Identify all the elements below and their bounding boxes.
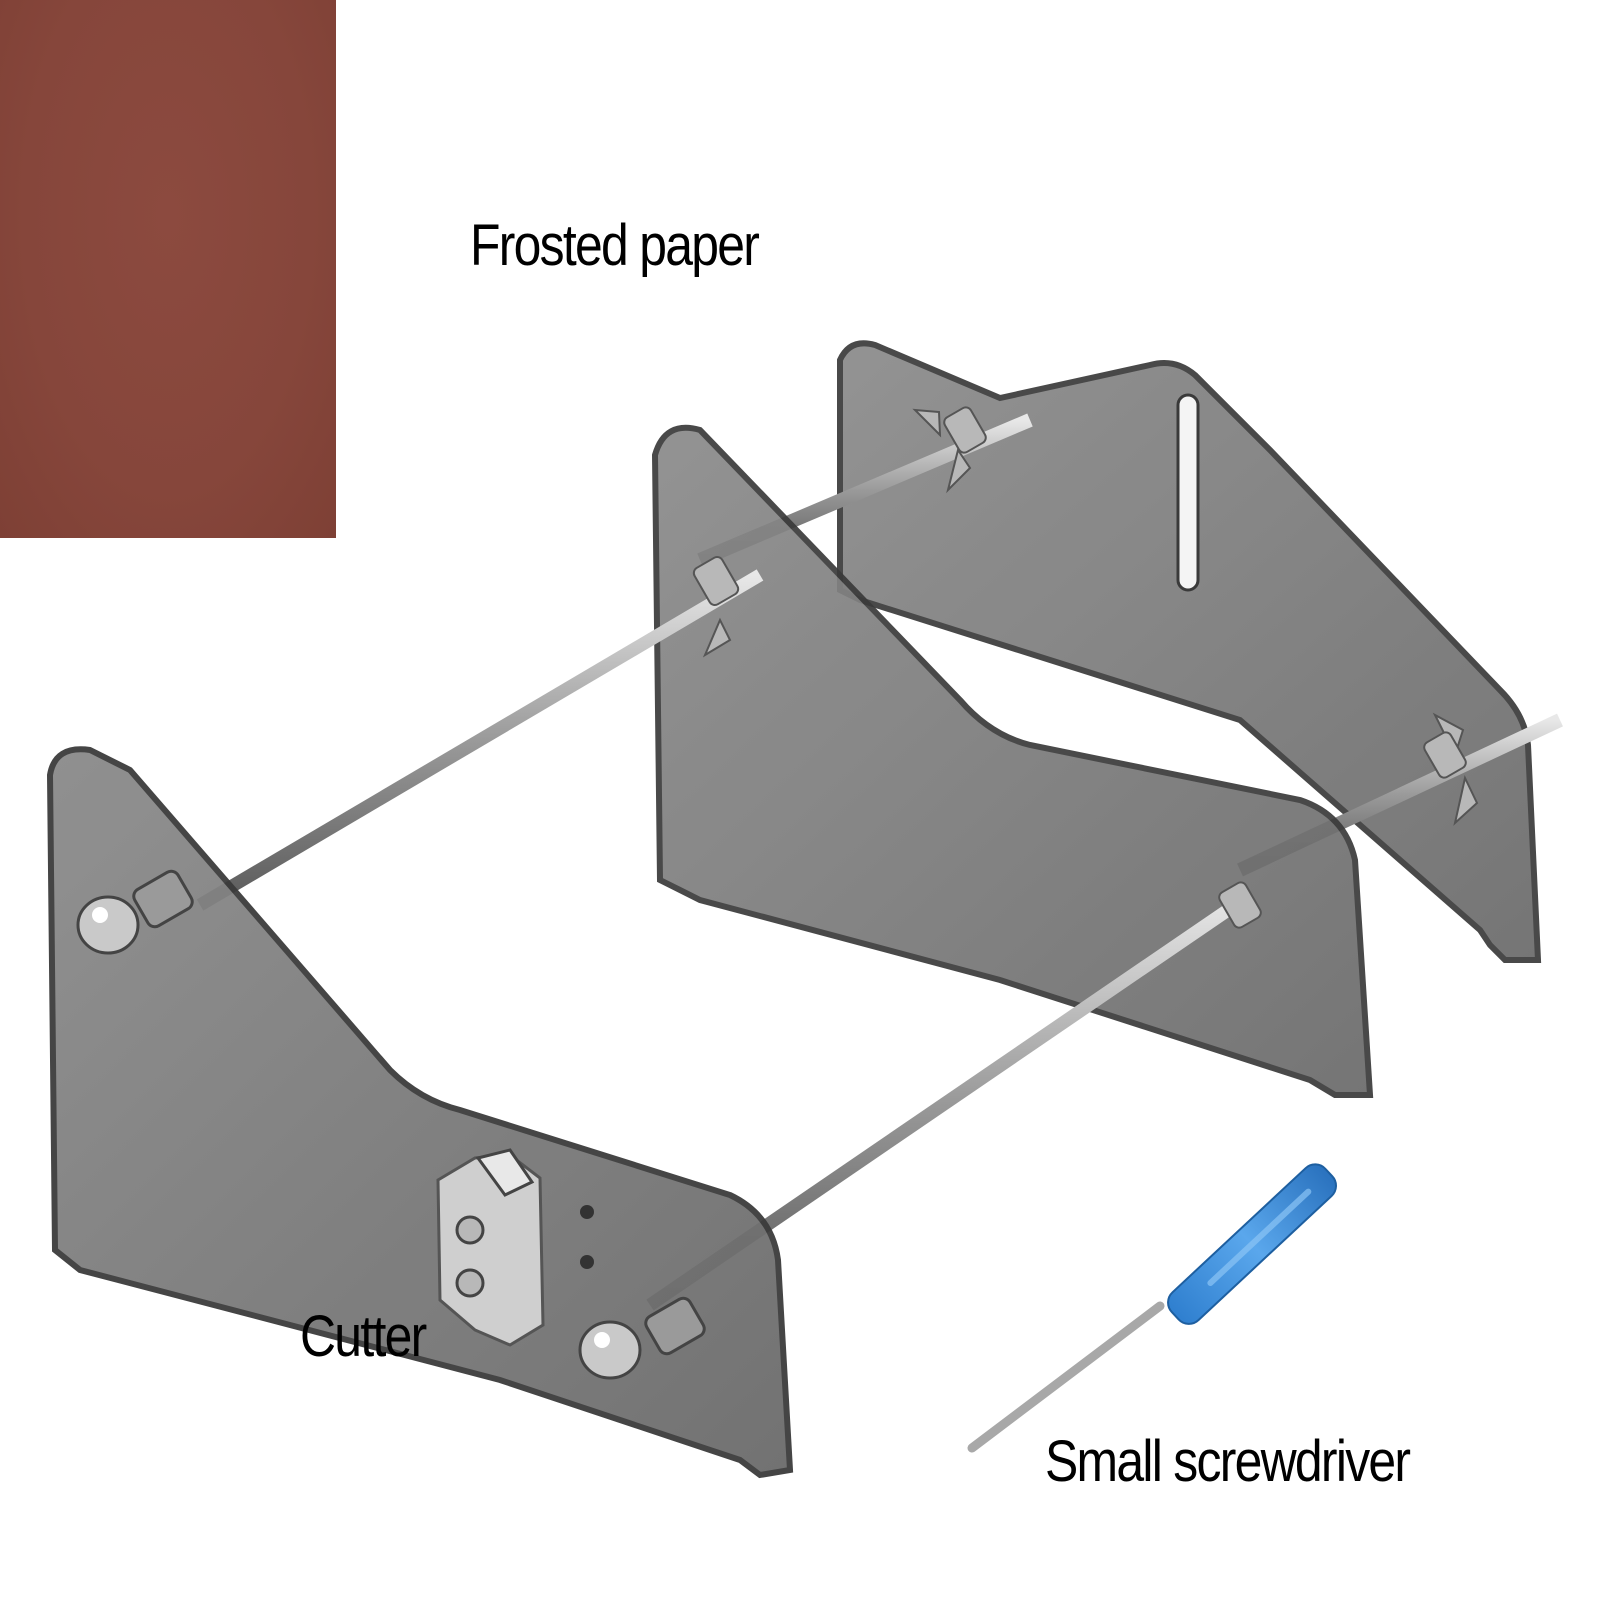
frosted-paper-label: Frosted paper bbox=[470, 213, 760, 278]
screwdriver bbox=[967, 1163, 1337, 1453]
front-plate bbox=[46, 746, 794, 1479]
threaded-rod-left bbox=[196, 569, 764, 911]
cutter-label: Cutter bbox=[300, 1304, 427, 1369]
cutter-block bbox=[436, 1148, 545, 1347]
small-screwdriver-label: Small screwdriver bbox=[1045, 1429, 1411, 1494]
wing-nuts bbox=[692, 406, 1479, 929]
frosted-paper-sheet bbox=[0, 0, 336, 538]
acorn-nuts bbox=[76, 869, 706, 1380]
